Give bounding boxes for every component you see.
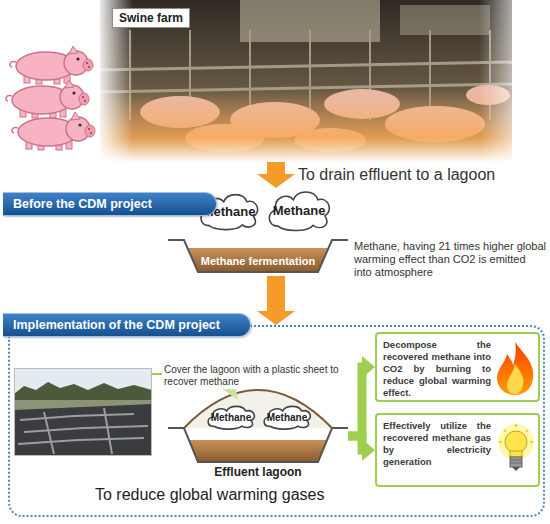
bulb-glow xyxy=(498,424,534,460)
methane-cloud: Methane xyxy=(260,404,314,430)
section-banner: Before the CDM project xyxy=(3,192,217,216)
arrow-shaft xyxy=(267,276,285,312)
shape-line xyxy=(526,430,528,432)
arrow-shaft xyxy=(267,162,285,175)
bulb-icon xyxy=(496,424,536,478)
bulb-base xyxy=(510,457,522,467)
cloud-outline xyxy=(264,406,310,429)
shape-line xyxy=(504,430,506,432)
photo-fade xyxy=(100,0,512,162)
cloud-outline xyxy=(201,195,258,230)
flame-inner xyxy=(507,364,524,394)
section-banner: Implementation of the CDM project xyxy=(3,313,251,337)
sheet-highlights xyxy=(18,408,148,454)
leader-line xyxy=(152,373,162,375)
photo-sky xyxy=(14,368,152,456)
cloud-outline xyxy=(269,192,329,230)
flow-arrow xyxy=(257,276,295,325)
lagoon-text: Effluent lagoon xyxy=(168,465,348,480)
methane-cloud: Methane xyxy=(264,188,334,232)
shape-line xyxy=(499,441,502,443)
cloud-text: Methane xyxy=(267,412,308,423)
pig-icon xyxy=(12,112,95,150)
shape-line xyxy=(515,424,517,427)
pig-cartoons xyxy=(0,0,100,160)
photo-field xyxy=(14,400,152,456)
callout-text: Cover the lagoon with a plastic sheet to… xyxy=(164,364,346,388)
bulb-thread xyxy=(510,463,522,464)
lagoon-outline xyxy=(168,240,348,272)
box-text: Decompose the recovered methane into CO2… xyxy=(383,339,491,399)
shape-path xyxy=(44,412,54,454)
shape-path xyxy=(24,426,148,432)
flame-icon xyxy=(493,340,537,396)
arrow-head xyxy=(362,439,375,461)
farm-title: Swine farm xyxy=(112,8,190,28)
lagoon-text: Methane fermentation xyxy=(168,250,348,272)
flow-arrow xyxy=(348,356,375,436)
lagoon-outline xyxy=(168,428,348,462)
arrow-head xyxy=(362,356,375,378)
edge-label: To drain effluent to a lagoon xyxy=(298,165,495,185)
bulb-glass xyxy=(505,431,527,453)
bulb-neck xyxy=(510,451,522,457)
cloud-text: Methane xyxy=(211,412,252,423)
arrow-head xyxy=(257,174,295,188)
banner-text: Implementation of the CDM project xyxy=(13,317,220,333)
lagoon-mud xyxy=(189,440,327,462)
cover-dome xyxy=(184,390,332,428)
pig-icon xyxy=(10,46,93,84)
banner-text: Before the CDM project xyxy=(13,196,152,212)
box-text: Effectively utilize the recovered methan… xyxy=(383,420,491,468)
flow-arrow xyxy=(348,436,375,461)
shape-path xyxy=(104,408,112,454)
arrow-shaft xyxy=(348,436,363,450)
methane-cloud: Methane xyxy=(204,404,258,430)
note-text: Methane, having 21 times higher global w… xyxy=(354,240,546,279)
photo-trees xyxy=(14,382,152,400)
lagoon-node: Effluent lagoon Methane Methane xyxy=(168,392,348,480)
photo-bg xyxy=(100,0,512,162)
photo-sheet xyxy=(14,404,152,456)
shape-path xyxy=(18,438,144,444)
photo-border xyxy=(15,369,152,456)
bulb-thread xyxy=(510,460,522,461)
pig-icon xyxy=(6,80,89,118)
cloud-text: Methane xyxy=(273,203,326,218)
region-caption: To reduce global warming gases xyxy=(95,485,324,505)
photo-fade xyxy=(100,0,512,162)
cloud-outline xyxy=(208,406,254,429)
shape-line xyxy=(530,441,533,443)
flow-arrow xyxy=(257,162,295,188)
shape-path xyxy=(20,414,134,420)
arrow-shaft xyxy=(348,367,363,436)
farm-node: Swine farm xyxy=(100,2,512,162)
arrow-head xyxy=(257,311,295,325)
lagoon-photo xyxy=(14,368,152,456)
